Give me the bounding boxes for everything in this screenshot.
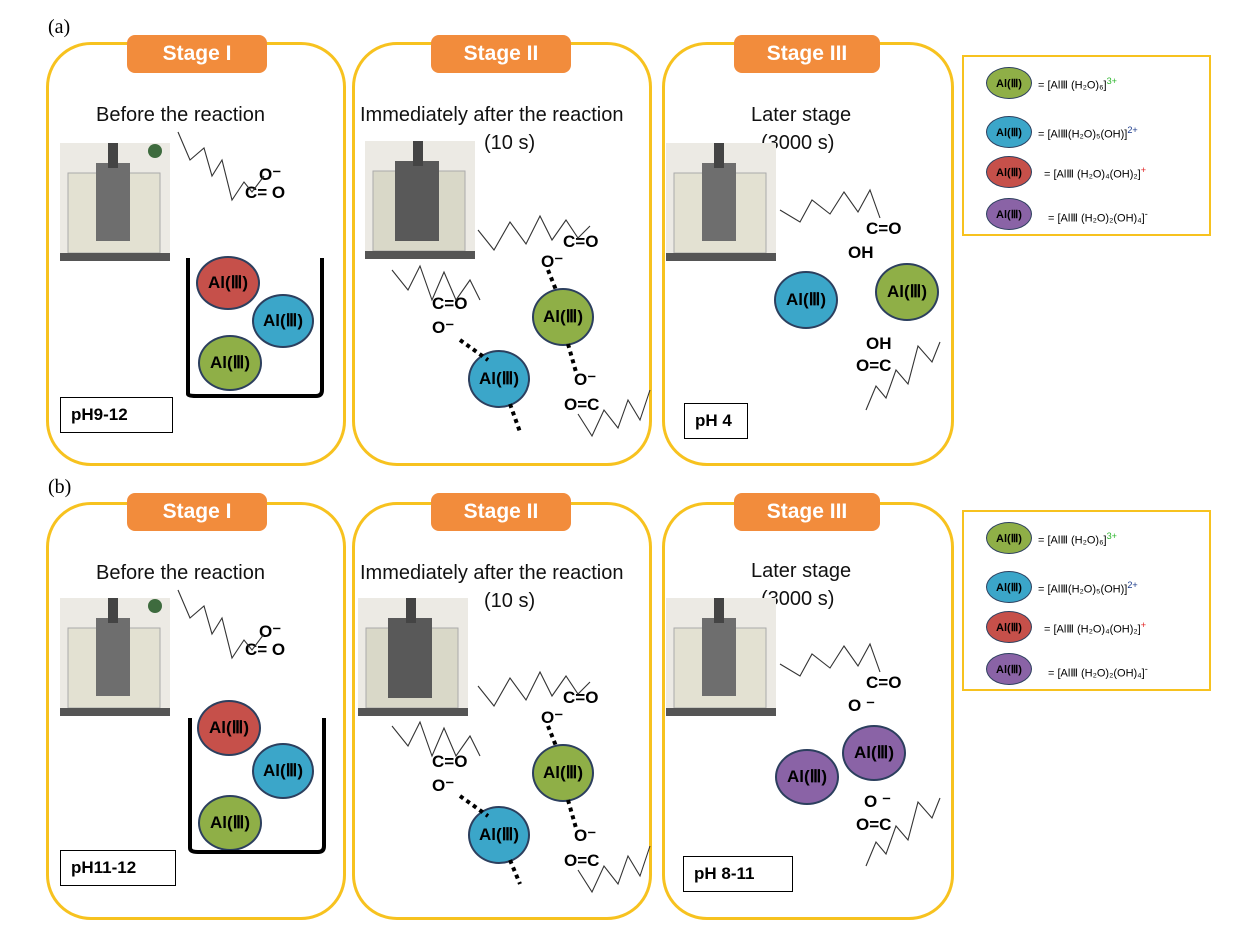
legend-ion-blue-a: Al(Ⅲ) [986,116,1032,148]
chem-o-minus-a2-bottom: O⁻ [574,370,597,389]
panel-label-a: (a) [48,16,71,38]
chem-o-eq-c-a2: O=C [564,395,600,414]
legend-ion-purple-a: Al(Ⅲ) [986,198,1032,230]
ion-blue-a3: Al(Ⅲ) [774,271,838,329]
chem-o-eq-c-b2: O=C [564,851,600,870]
ion-blue-a2: Al(Ⅲ) [468,350,530,408]
beaker-image-a1 [60,143,170,261]
title-b1: Before the reaction [96,562,265,584]
beaker-image-b2 [358,598,468,716]
legend-text-blue-b: = [AlⅢ(H₂O)₅(OH)]2+ [1038,580,1138,596]
ion-purple-b3-left: Al(Ⅲ) [775,749,839,805]
title-b2-line2: (10 s) [484,590,536,612]
chem-c-eq-o-a2-right: C=O [563,232,599,251]
title-a2-line1: Immediately after the reaction [360,104,624,126]
title-a3-line1: Later stage [751,104,852,126]
ion-green-b1: Al(Ⅲ) [198,795,262,851]
chem-o-minus-b2-left: O⁻ [432,776,455,795]
chem-c-eq-o-a2-left: C=O [432,294,468,313]
ion-green-a3: Al(Ⅲ) [875,263,939,321]
legend-ion-green-b: Al(Ⅲ) [986,522,1032,554]
stage-badge-a3: Stage III [734,35,880,73]
stage-badge-a2: Stage II [431,35,571,73]
chem-o-minus-b3-bottom: O ⁻ [864,792,891,811]
chem-o-minus-a2-left: O⁻ [432,318,455,337]
ph-label-b1: pH11-12 [60,850,176,886]
ph-label-a1: pH9-12 [60,397,173,433]
ph-label-a3: pH 4 [684,403,748,439]
ion-blue-a1: Al(Ⅲ) [252,294,314,348]
legend-sup-purple-b: - [1144,664,1148,674]
stage-badge-b1: Stage I [127,493,267,531]
title-a3-line2: (3000 s) [761,132,835,154]
legend-sup-green-a: 3+ [1106,76,1118,86]
legend-ion-purple-b: Al(Ⅲ) [986,653,1032,685]
title-b2-line1: Immediately after the reaction [360,562,624,584]
legend-sup-red-b: + [1140,620,1147,630]
legend-sup-green-b: 3+ [1106,531,1118,541]
legend-sup-red-a: + [1140,165,1147,175]
legend-ion-red-a: Al(Ⅲ) [986,156,1032,188]
chem-o-eq-c-a3: O=C [856,356,892,375]
legend-sup-blue-a: 2+ [1127,125,1138,135]
legend-text-blue-a: = [AlⅢ(H₂O)₅(OH)]2+ [1038,125,1138,141]
title-b3-line1: Later stage [751,560,852,582]
beaker-image-b3 [666,598,776,716]
chem-c-eq-o-b1: C= O [245,640,286,659]
beaker-image-a2 [365,141,475,259]
chem-o-minus-b2-bottom: O⁻ [574,826,597,845]
ion-blue-b2: Al(Ⅲ) [468,806,530,864]
ion-green-b2: Al(Ⅲ) [532,744,594,802]
beaker-image-a3 [666,143,776,261]
legend-ion-blue-b: Al(Ⅲ) [986,571,1032,603]
chem-o-minus-b3-top: O ⁻ [848,696,875,715]
legend-text-green-b: = [AlⅢ (H₂O)₆]3+ [1038,531,1118,547]
chem-c-eq-o-a1: C= O [245,183,286,202]
legend-sup-purple-a: - [1144,209,1148,219]
legend-text-purple-b: = [AlⅢ (H₂O)₂(OH)₄]- [1048,664,1148,680]
chem-o-eq-c-b3: O=C [856,815,892,834]
legend-ion-red-b: Al(Ⅲ) [986,611,1032,643]
chem-oh-a3-top: OH [848,243,874,262]
legend-text-red-b: = [AlⅢ (H₂O)₄(OH)₂]+ [1044,620,1147,636]
chem-o-minus-b2-right: O⁻ [541,708,564,727]
ion-blue-b1: Al(Ⅲ) [252,743,314,799]
legend-text-green-a: = [AlⅢ (H₂O)₆]3+ [1038,76,1118,92]
legend-sup-blue-b: 2+ [1127,580,1138,590]
legend-text-purple-a: = [AlⅢ (H₂O)₂(OH)₄]- [1048,209,1148,225]
ion-purple-b3-right: Al(Ⅲ) [842,725,906,781]
chem-o-minus-a2-right: O⁻ [541,252,564,271]
chem-o-minus-a1: O⁻ [259,165,282,184]
chem-c-eq-o-b2-right: C=O [563,688,599,707]
ion-green-a2: Al(Ⅲ) [532,288,594,346]
ph-label-b3: pH 8-11 [683,856,793,892]
title-b3-line2: (3000 s) [761,588,835,610]
ion-red-b1: Al(Ⅲ) [197,700,261,756]
chem-c-eq-o-b3: C=O [866,673,902,692]
ion-red-a1: Al(Ⅲ) [196,256,260,310]
title-a1: Before the reaction [96,104,265,126]
legend-ion-green-a: Al(Ⅲ) [986,67,1032,99]
panel-label-b: (b) [48,476,72,498]
chem-oh-a3-bottom: OH [866,334,892,353]
chem-o-minus-b1: O⁻ [259,622,282,641]
chem-c-eq-o-a3: C=O [866,219,902,238]
stage-badge-b2: Stage II [431,493,571,531]
title-a2-line2: (10 s) [484,132,536,154]
stage-badge-a1: Stage I [127,35,267,73]
stage-badge-b3: Stage III [734,493,880,531]
beaker-image-b1 [60,598,170,716]
ion-green-a1: Al(Ⅲ) [198,335,262,391]
chem-c-eq-o-b2-left: C=O [432,752,468,771]
legend-text-red-a: = [AlⅢ (H₂O)₄(OH)₂]+ [1044,165,1147,181]
